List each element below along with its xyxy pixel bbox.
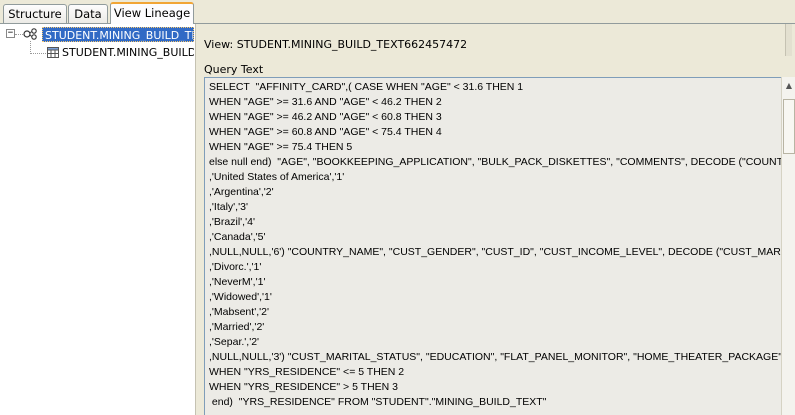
query-line: ,'Married','2' — [209, 321, 265, 333]
lineage-details-panel: View: STUDENT.MINING_BUILD_TEXT662457472… — [196, 24, 795, 415]
query-line: ,'Italy','3' — [209, 201, 248, 213]
scroll-up-arrow-icon[interactable]: ▲ — [785, 81, 793, 90]
tab-structure[interactable]: Structure — [3, 4, 67, 23]
query-line: ,'Brazil','4' — [209, 216, 255, 228]
view-name-line: View: STUDENT.MINING_BUILD_TEXT662457472 — [204, 38, 467, 51]
query-text-area[interactable]: SELECT "AFFINITY_CARD",( CASE WHEN "AGE"… — [204, 77, 781, 415]
query-line: ,'NeverM','1' — [209, 276, 266, 288]
tab-divider — [0, 23, 795, 24]
tab-strip: Structure Data View Lineage — [0, 0, 795, 24]
query-line: ,'Mabsent','2' — [209, 306, 269, 318]
tab-data[interactable]: Data — [68, 4, 108, 23]
query-line: ,'Divorc.','1' — [209, 261, 262, 273]
query-line: WHEN "AGE" >= 75.4 THEN 5 — [209, 141, 353, 153]
query-line: ,'Canada','5' — [209, 231, 266, 243]
lineage-tree[interactable]: − STUDENT.MINING_BUILD_TEXT STUDENT.MINI… — [0, 24, 196, 415]
tab-view-lineage[interactable]: View Lineage — [110, 2, 194, 24]
table-icon — [47, 47, 59, 58]
query-line: WHEN "AGE" >= 46.2 AND "AGE" < 60.8 THEN… — [209, 111, 442, 123]
view-label: View: — [204, 38, 234, 51]
query-line: WHEN "YRS_RESIDENCE" > 5 THEN 3 — [209, 381, 399, 393]
query-line: end) "YRS_RESIDENCE" FROM "STUDENT"."MIN… — [209, 396, 547, 408]
query-line: WHEN "AGE" >= 60.8 AND "AGE" < 75.4 THEN… — [209, 126, 442, 138]
panel-scrollbar[interactable] — [785, 24, 792, 56]
query-text-label: Query Text — [204, 63, 264, 76]
query-line: ,NULL,NULL,'3') "CUST_MARITAL_STATUS", "… — [209, 351, 781, 363]
query-vertical-scrollbar[interactable]: ▲ — [781, 77, 795, 415]
scroll-thumb[interactable] — [783, 99, 795, 154]
tree-connector-child — [30, 53, 46, 54]
view-name: STUDENT.MINING_BUILD_TEXT662457472 — [236, 38, 468, 51]
tree-child-item[interactable]: STUDENT.MINING_BUILD_T — [62, 46, 194, 59]
query-line: WHEN "AGE" >= 31.6 AND "AGE" < 46.2 THEN… — [209, 96, 442, 108]
tree-connector-vertical — [30, 41, 31, 54]
query-line: ,'United States of America','1' — [209, 171, 345, 183]
tree-root-item[interactable]: STUDENT.MINING_BUILD_TEXT — [42, 27, 194, 42]
query-line: ,'Widowed','1' — [209, 291, 272, 303]
query-line: ,'Argentina','2' — [209, 186, 274, 198]
query-line: WHEN "YRS_RESIDENCE" <= 5 THEN 2 — [209, 366, 405, 378]
query-line: ,'Separ.','2' — [209, 336, 260, 348]
collapse-toggle-icon[interactable]: − — [6, 28, 15, 38]
tree-connector — [15, 34, 23, 35]
query-line: else null end) "AGE", "BOOKKEEPING_APPLI… — [209, 156, 781, 168]
lineage-icon — [23, 28, 39, 40]
query-line: ,NULL,NULL,'6') "COUNTRY_NAME", "CUST_GE… — [209, 246, 781, 258]
query-line: SELECT "AFFINITY_CARD",( CASE WHEN "AGE"… — [209, 81, 524, 93]
